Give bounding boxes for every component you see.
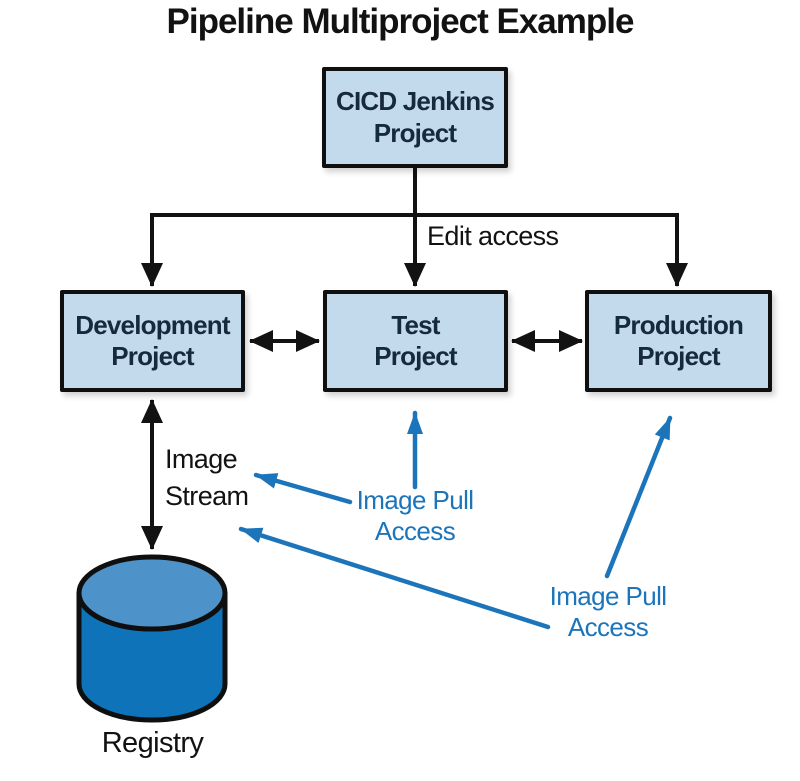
edit-access-label: Edit access xyxy=(427,221,559,251)
pull-access-prod-to-stream-arrow xyxy=(238,526,551,630)
node-development-project: Development Project xyxy=(60,290,245,392)
diagram-title: Pipeline Multiproject Example xyxy=(166,2,635,41)
image-stream-label: Image Stream xyxy=(165,444,249,512)
registry-label: Registry xyxy=(101,727,204,759)
pull-access-test-to-stream-arrow xyxy=(253,472,353,505)
node-production-label: Production Project xyxy=(613,309,744,371)
node-cicd-jenkins-project: CICD Jenkins Project xyxy=(322,67,508,168)
registry-cylinder-top xyxy=(76,554,228,632)
pull-access-prod-arrow xyxy=(604,415,673,579)
edit-access-tree-connector xyxy=(141,168,688,287)
node-production-project: Production Project xyxy=(585,290,772,392)
image-pull-access-test-label: Image Pull Access xyxy=(356,485,474,547)
node-cicd-label: CICD Jenkins Project xyxy=(335,86,495,148)
registry-cylinder xyxy=(76,554,228,723)
image-pull-access-prod-label: Image Pull Access xyxy=(549,581,667,643)
node-development-label: Development Project xyxy=(75,309,230,371)
node-test-project: Test Project xyxy=(323,290,508,392)
node-test-label: Test Project xyxy=(374,309,457,371)
